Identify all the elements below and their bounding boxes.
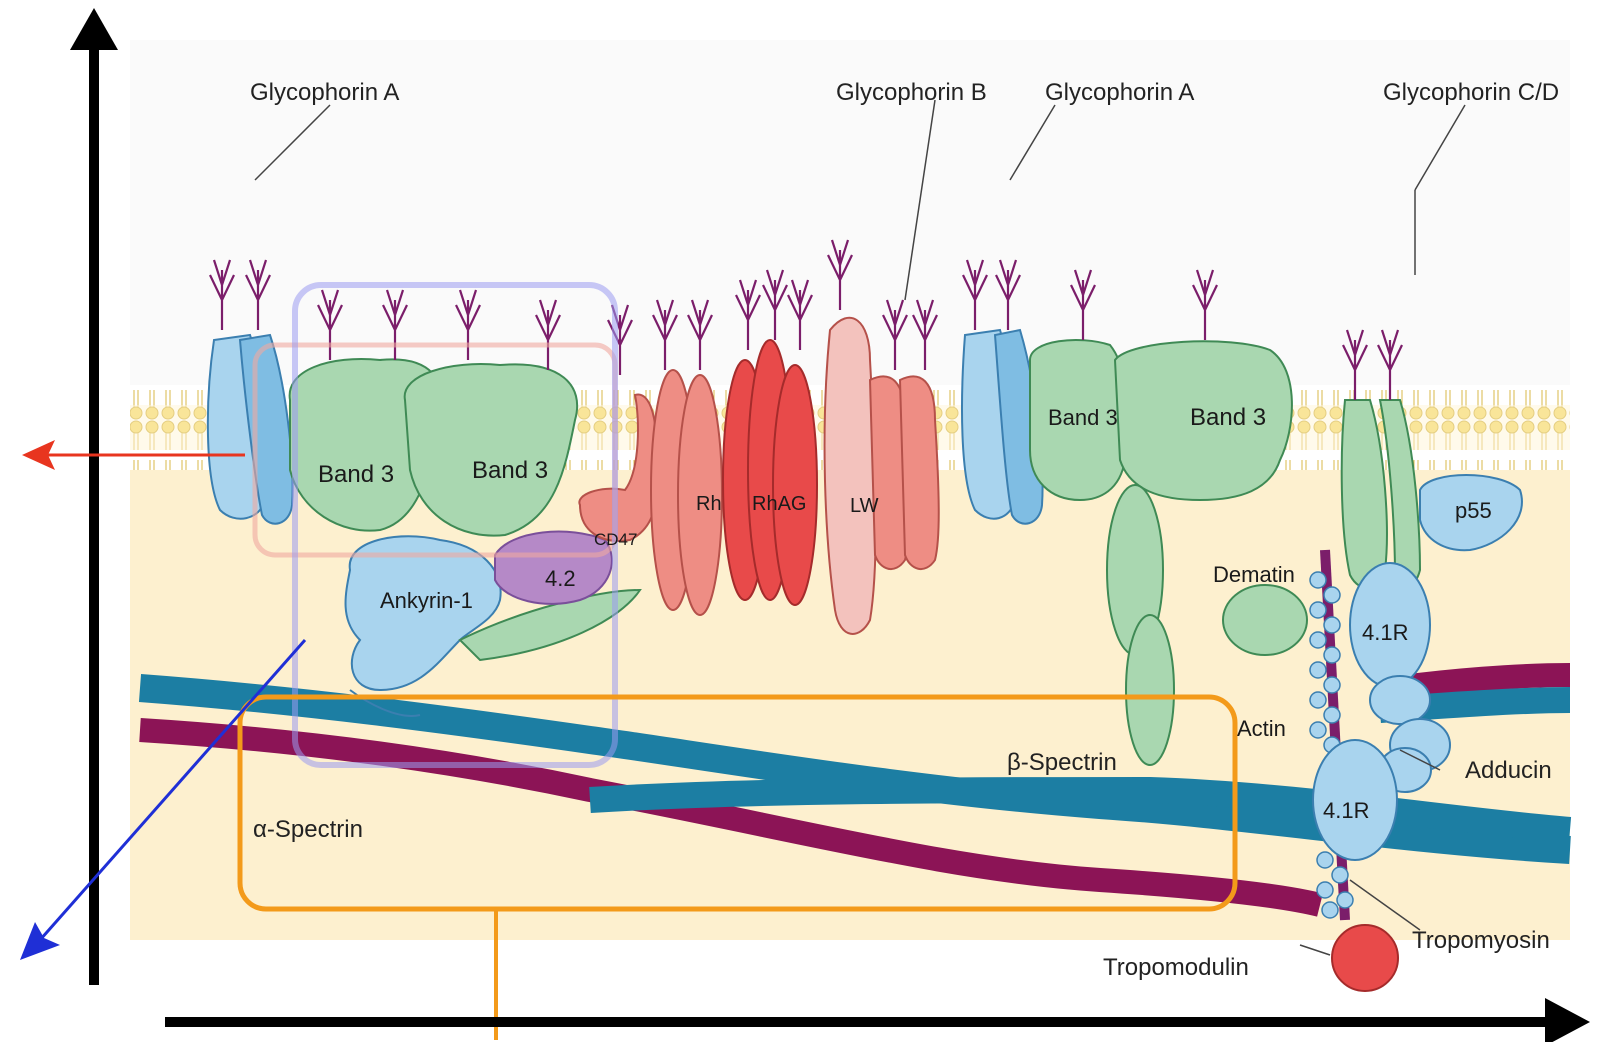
label-actin: Actin [1237,716,1286,741]
label-lw: LW [850,495,879,517]
label-glycophorin-a-right: Glycophorin A [1045,79,1194,106]
label-band3-b: Band 3 [472,457,548,484]
label-dematin: Dematin [1213,562,1295,587]
label-rhag: RhAG [752,493,806,515]
label-tropomyosin: Tropomyosin [1412,927,1550,954]
label-glycophorin-a-left: Glycophorin A [250,79,399,106]
label-glycophorin-b: Glycophorin B [836,79,987,106]
label-protein42: 4.2 [545,566,576,591]
label-4-1r-top: 4.1R [1362,620,1408,645]
label-band3-a: Band 3 [318,461,394,488]
label-p55: p55 [1455,498,1492,523]
label-4-1r-bottom: 4.1R [1323,798,1369,823]
label-adducin: Adducin [1465,757,1552,784]
label-band3-d: Band 3 [1190,404,1266,431]
y-axis-arrowhead [70,8,118,50]
label-alpha-spectrin: α-Spectrin [253,816,363,843]
x-axis-arrowhead [1545,998,1590,1042]
label-ankyrin: Ankyrin-1 [380,588,473,613]
label-rh: Rh [696,493,722,515]
dematin-protein [1223,585,1307,655]
label-band3-c: Band 3 [1048,405,1118,430]
label-beta-spectrin: β-Spectrin [1007,749,1117,776]
label-cd47: CD47 [594,530,637,549]
label-tropomodulin: Tropomodulin [1103,954,1249,981]
label-glycophorin-cd: Glycophorin C/D [1383,79,1559,106]
tropomodulin-protein [1332,925,1398,991]
